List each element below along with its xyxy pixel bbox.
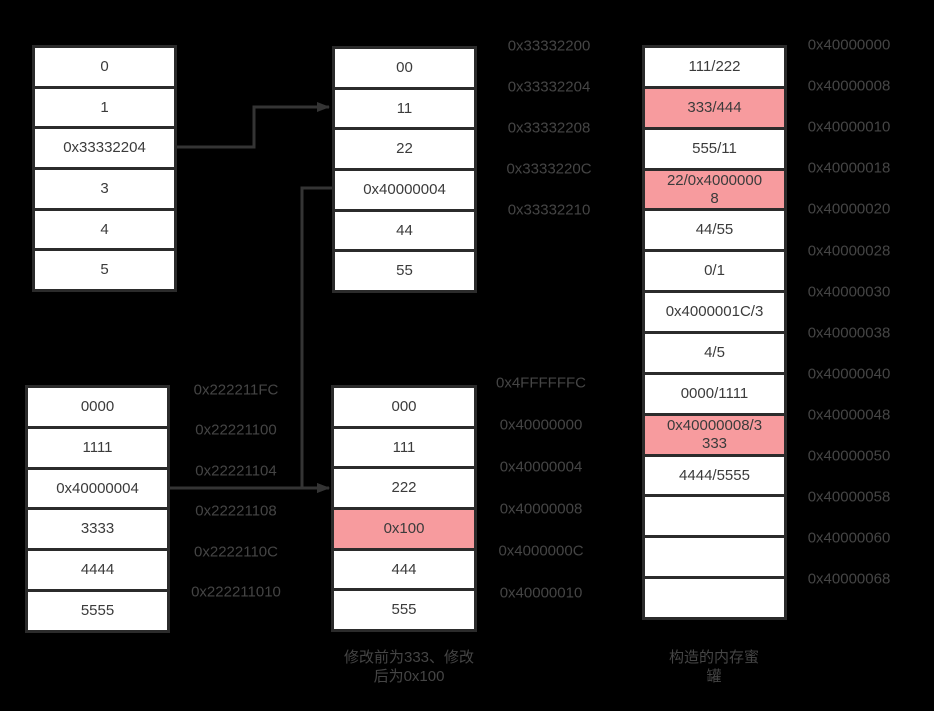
address-label: 0x22221104 [195, 462, 277, 480]
memory-cell: 0x33332204 [35, 129, 174, 168]
address-label: 0x40000018 [807, 159, 891, 177]
address-label: 0x22221100 [195, 421, 277, 439]
address-label: 0x3333220C [506, 160, 592, 178]
memory-cell: 111/222 [645, 48, 784, 86]
address-label: 0x222211010 [191, 583, 281, 601]
memory-cell: 3 [35, 170, 174, 208]
memory-cell: 4 [35, 210, 174, 249]
address-label: 0x40000004 [499, 458, 583, 476]
address-label: 0x22221108 [195, 502, 277, 520]
memory-cell: 4444 [28, 551, 167, 590]
address-label: 0x40000058 [807, 488, 891, 506]
memory-cell: 5555 [28, 592, 167, 630]
memory-cell: 00 [335, 49, 474, 87]
memory-cell: 0x100 [334, 510, 474, 548]
memory-cell: 0000/1111 [645, 374, 784, 413]
address-label: 0x40000038 [807, 324, 891, 342]
memory-cell [645, 579, 784, 618]
address-label: 0x33332208 [507, 119, 591, 137]
memory-cell: 000 [334, 388, 474, 426]
caption-modified-value: 修改前为333、修改 后为0x100 [343, 649, 475, 685]
arrow-topleft-to-topmiddle [177, 102, 330, 149]
memory-cell: 3333 [28, 510, 167, 549]
memory-cell: 555 [334, 591, 474, 630]
memory-cell: 222 [334, 469, 474, 508]
memory-cell: 444 [334, 550, 474, 589]
address-label: 0x40000020 [807, 200, 891, 218]
memory-cell: 55 [335, 252, 474, 291]
address-label: 0x40000008 [499, 500, 583, 518]
address-label: 0x40000010 [499, 584, 583, 602]
address-label: 0x40000060 [807, 529, 891, 547]
address-label: 0x40000010 [807, 118, 891, 136]
caption-constructed-layout: 构造的内存蜜 罐 [668, 649, 760, 685]
memory-cell: 22/0x4000000 8 [645, 170, 784, 209]
memory-cell: 1 [35, 88, 174, 127]
address-label: 0x40000068 [807, 570, 891, 588]
memory-cell: 333/444 [645, 88, 784, 127]
memory-cell: 111 [334, 428, 474, 467]
address-label: 0x40000048 [807, 406, 891, 424]
memory-cell: 0x40000008/3 333 [645, 415, 784, 454]
address-label: 0x40000030 [807, 283, 891, 301]
memory-cell: 0000 [28, 388, 167, 426]
memory-cell: 4444/5555 [645, 456, 784, 495]
memory-cell [645, 497, 784, 536]
address-label: 0x40000040 [807, 365, 891, 383]
memory-cell: 4/5 [645, 334, 784, 372]
memory-cell: 0x4000001C/3 [645, 293, 784, 332]
address-label: 0x2222110C [194, 543, 278, 561]
address-label: 0x40000000 [807, 36, 891, 54]
address-label: 0x40000008 [807, 77, 891, 95]
address-label: 0x222211FC [193, 381, 279, 399]
memory-cell: 0 [35, 48, 174, 86]
memory-cell: 1111 [28, 428, 167, 467]
arrow-topmiddle-to-bottommiddle [300, 186, 332, 493]
memory-cell: 0/1 [645, 252, 784, 291]
address-label: 0x33332210 [507, 201, 591, 219]
address-label: 0x4FFFFFFC [496, 374, 586, 392]
address-label: 0x40000028 [807, 242, 891, 259]
address-label: 0x33332200 [507, 37, 591, 55]
memory-cell: 11 [335, 89, 474, 128]
memory-cell: 0x40000004 [335, 171, 474, 209]
memory-cell: 5 [35, 251, 174, 290]
memory-cell: 44/55 [645, 211, 784, 250]
address-label: 0x33332204 [507, 78, 591, 96]
memory-cell [645, 538, 784, 577]
memory-cell: 0x40000004 [28, 469, 167, 508]
memory-cell: 44 [335, 211, 474, 250]
address-label: 0x4000000C [498, 542, 584, 560]
memory-cell: 22 [335, 130, 474, 169]
address-label: 0x40000000 [499, 416, 583, 434]
memory-cell: 555/11 [645, 129, 784, 168]
address-label: 0x40000050 [807, 447, 891, 465]
